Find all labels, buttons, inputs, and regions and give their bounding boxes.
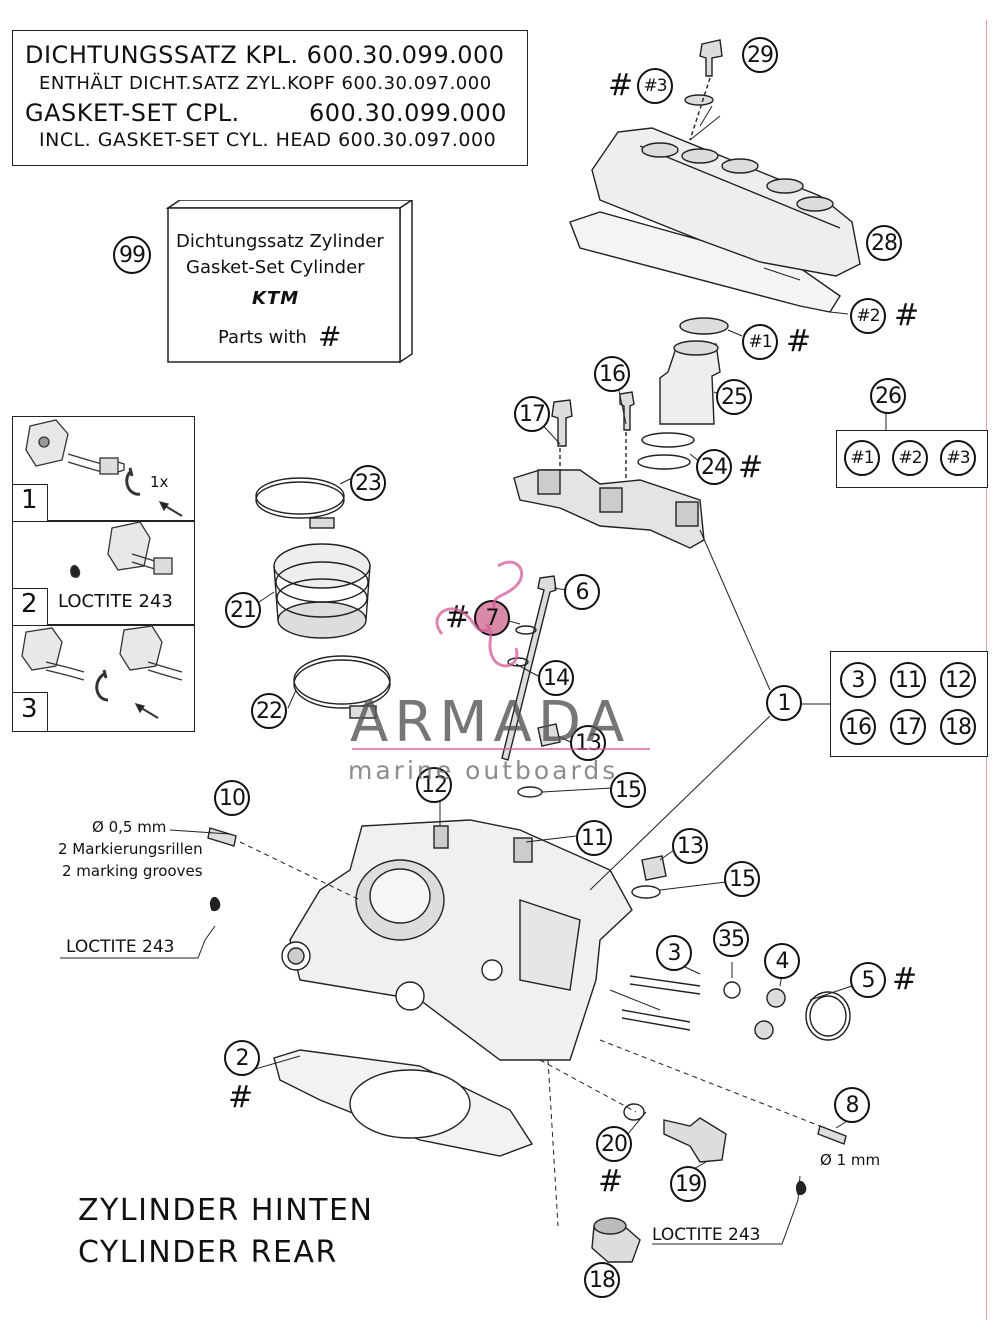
grooves-en-label: 2 marking grooves: [62, 862, 203, 880]
group-26-item-1: #2: [892, 440, 928, 476]
header-line1: DICHTUNGSSATZ KPL. 600.30.099.000: [25, 41, 505, 69]
watermark-name: ARMADA: [350, 690, 631, 755]
gasket-box-line2: Gasket-Set Cylinder: [186, 257, 365, 278]
callout-12: 12: [416, 767, 452, 803]
group-1-item-18: 18: [940, 709, 976, 745]
loctite-left-label: LOCTITE 243: [66, 937, 175, 957]
gasket-box-hash: #: [318, 320, 342, 353]
callout-20: 20: [596, 1126, 632, 1162]
callout-3: 3: [656, 935, 692, 971]
callout-13a: 13: [570, 725, 606, 761]
callout-5: 5: [850, 962, 886, 998]
gasket-box-line1: Dichtungssatz Zylinder: [176, 231, 384, 252]
callout-26-ref: 26: [870, 378, 906, 414]
callout-1-ref: 1: [766, 685, 802, 721]
step3-number: 3: [21, 694, 38, 724]
callout-28: 28: [866, 225, 902, 261]
header-box: DICHTUNGSSATZ KPL. 600.30.099.000 ENTHÄL…: [12, 30, 528, 166]
group-1-item-3: 3: [840, 662, 876, 698]
footer-line1: ZYLINDER HINTEN: [78, 1193, 374, 1228]
group-26-item-0: #1: [844, 440, 880, 476]
hash-20-symbol: #: [598, 1164, 624, 1199]
callout-13b: 13: [672, 828, 708, 864]
watermark-underline: [352, 748, 650, 750]
step1-numbox: [12, 484, 48, 522]
step-illustrations: [21, 419, 183, 719]
callout-10: 10: [214, 780, 250, 816]
callout-35: 35: [713, 921, 749, 957]
group-1-item-17: 17: [890, 709, 926, 745]
cylinder-head: [289, 819, 633, 1061]
callout-hash3: #3: [637, 68, 673, 104]
step2-label: LOCTITE 243: [58, 591, 173, 612]
callout-8: 8: [834, 1087, 870, 1123]
callout-19: 19: [670, 1166, 706, 1202]
hash-1-symbol: #: [786, 324, 812, 359]
callout-23: 23: [350, 465, 386, 501]
gasket-box-3d: [165, 200, 414, 364]
callout-16: 16: [594, 356, 630, 392]
steps-divider-1: [12, 520, 194, 522]
gasket-box-line3: Parts with: [218, 327, 307, 348]
step1-label: 1x: [150, 473, 169, 491]
steps-divider-2: [12, 624, 194, 626]
ktm-logo: KTM: [252, 288, 300, 309]
header-line3-right: 600.30.099.000: [309, 99, 507, 127]
valve-cover-gasket: [569, 211, 841, 313]
dim-05-label: Ø 0,5 mm: [92, 818, 167, 836]
callout-17: 17: [514, 396, 550, 432]
callout-21: 21: [225, 592, 261, 628]
header-line2: ENTHÄLT DICHT.SATZ ZYL.KOPF 600.30.097.0…: [39, 73, 492, 94]
callout-29: 29: [742, 37, 778, 73]
header-line3-left: GASKET-SET CPL.: [25, 99, 240, 127]
callout-11: 11: [576, 820, 612, 856]
callout-2: 2: [224, 1040, 260, 1076]
hash-3-symbol: #: [608, 68, 634, 103]
step3-numbox: [12, 692, 48, 732]
watermark-sub: marine outboards: [348, 756, 619, 785]
group-1-item-16: 16: [840, 709, 876, 745]
dim-1-label: Ø 1 mm: [820, 1151, 881, 1169]
footer-line2: CYLINDER REAR: [78, 1235, 338, 1270]
step1-number: 1: [21, 485, 38, 515]
hash-7-symbol: #: [445, 600, 471, 635]
group-26-item-2: #3: [940, 440, 976, 476]
callout-99: 99: [113, 236, 151, 274]
valve-cover: [591, 127, 861, 277]
callout-6: 6: [564, 574, 600, 610]
callout-15b: 15: [724, 861, 760, 897]
callout-hash1: #1: [742, 324, 778, 360]
step2-numbox: [12, 588, 48, 626]
hash-5-symbol: #: [892, 962, 918, 997]
callout-4: 4: [764, 943, 800, 979]
group-1-item-11: 11: [890, 662, 926, 698]
header-line4: INCL. GASKET-SET CYL. HEAD 600.30.097.00…: [39, 129, 497, 151]
hash-2b-symbol: #: [228, 1080, 254, 1115]
step2-number: 2: [21, 589, 38, 619]
callout-22: 22: [251, 693, 287, 729]
hash-24-symbol: #: [738, 450, 764, 485]
callout-25: 25: [716, 379, 752, 415]
callout-14: 14: [538, 660, 574, 696]
hash-2-symbol: #: [894, 298, 920, 333]
callout-hash2: #2: [850, 298, 886, 334]
callout-15a: 15: [610, 772, 646, 808]
grooves-de-label: 2 Markierungsrillen: [58, 840, 203, 858]
loctite-bottom-label: LOCTITE 243: [652, 1225, 761, 1245]
group-1-item-12: 12: [940, 662, 976, 698]
watermark-logo: [435, 560, 524, 668]
callout-18: 18: [584, 1262, 620, 1298]
callout-24: 24: [696, 449, 732, 485]
